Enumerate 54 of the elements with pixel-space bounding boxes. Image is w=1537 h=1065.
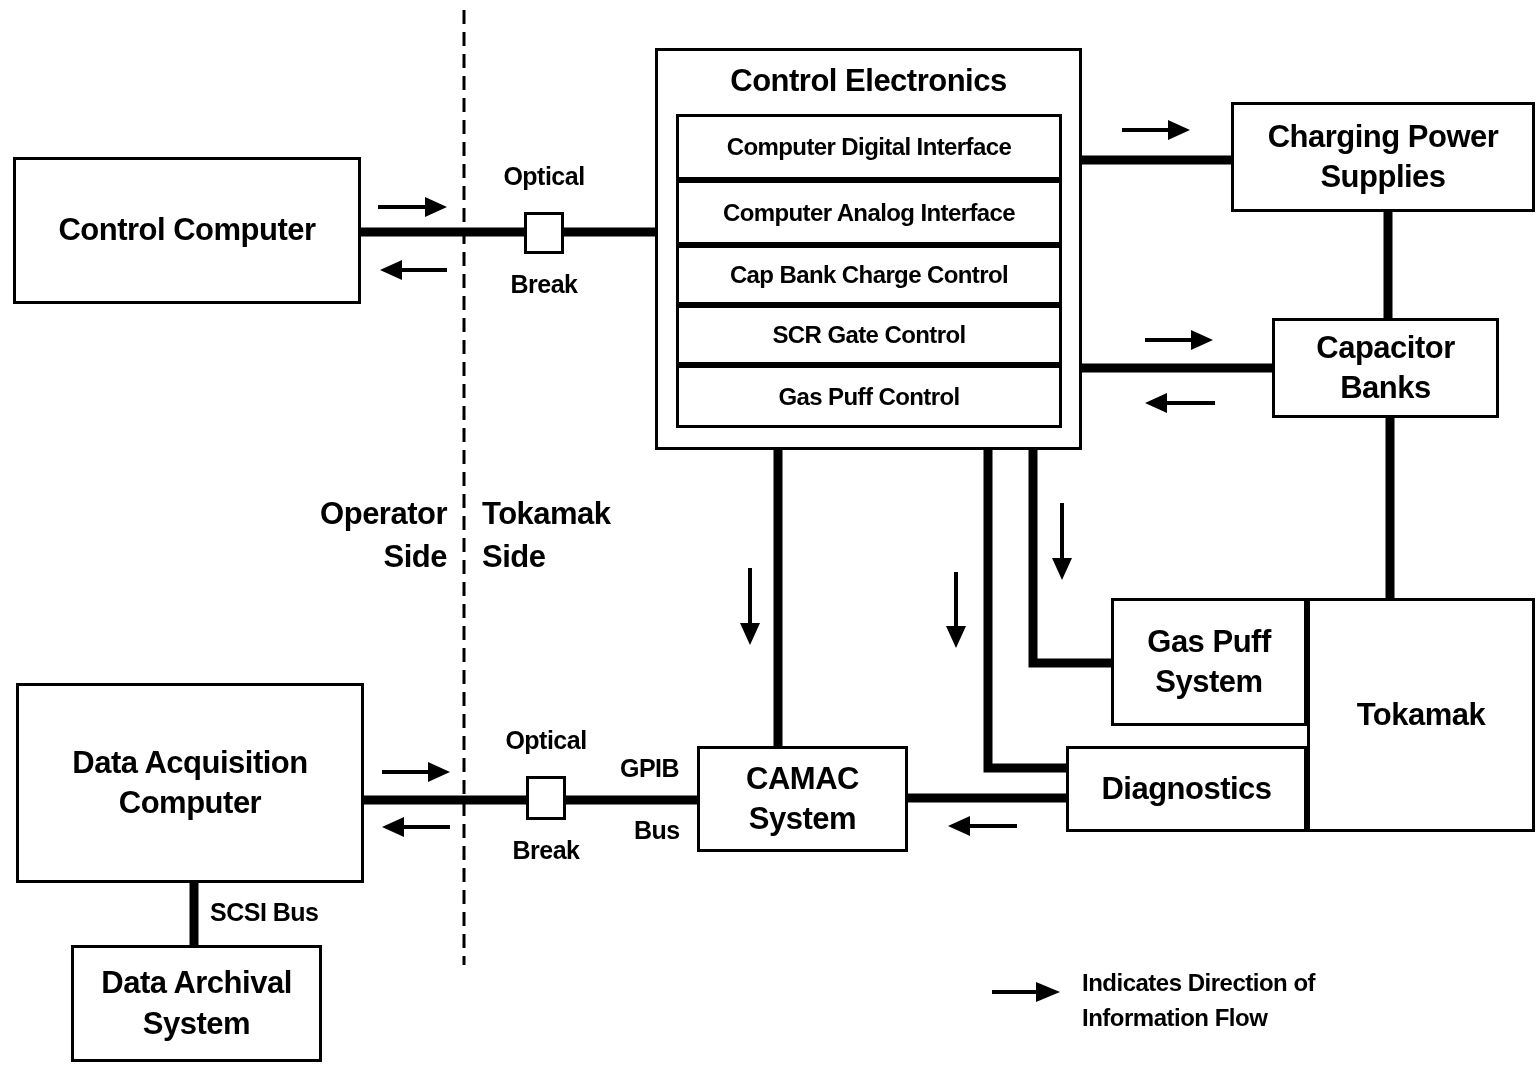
connector-line	[1082, 363, 1272, 373]
system-box	[676, 245, 1062, 305]
box-label: CAMAC System	[745, 759, 860, 838]
optical-break-box	[524, 212, 564, 254]
box-label: SCR Gate Control	[771, 320, 967, 351]
system-box	[1272, 318, 1499, 418]
connector-line	[189, 883, 199, 945]
connector-line	[773, 450, 783, 746]
box-label: Control Computer	[57, 211, 317, 250]
system-box	[676, 365, 1062, 428]
connector-line	[564, 227, 655, 237]
box-label: Data Archival System	[100, 964, 293, 1043]
system-box	[676, 305, 1062, 365]
system-box	[676, 180, 1062, 245]
optical-break-label: Optical	[505, 726, 587, 755]
side-label: Operator Side	[319, 495, 447, 577]
connector-line	[1385, 418, 1395, 598]
system-box	[13, 157, 361, 304]
connector-line	[361, 227, 524, 237]
box-label: Cap Bank Charge Control	[728, 260, 1010, 291]
connector-line	[908, 793, 1066, 803]
connector-line	[983, 450, 1066, 773]
connector-line	[566, 795, 697, 805]
system-box	[1307, 598, 1535, 832]
box-label: Gas Puff System	[1146, 622, 1273, 701]
box-label: Data Acquisition Computer	[71, 743, 309, 822]
system-box	[16, 683, 364, 883]
box-label: Charging Power Supplies	[1266, 117, 1500, 196]
connector-line	[1383, 212, 1393, 318]
box-label: Capacitor Banks	[1315, 328, 1456, 407]
connector-line	[1082, 155, 1231, 165]
box-label: Diagnostics	[1100, 769, 1273, 808]
bus-label: GPIB	[620, 754, 680, 783]
control-electronics-panel	[655, 48, 1082, 450]
box-label: Tokamak	[1355, 695, 1487, 734]
system-box	[1231, 102, 1535, 212]
box-label: Computer Analog Interface	[721, 197, 1017, 228]
legend-text: Indicates Direction of Information Flow	[1082, 968, 1317, 1033]
optical-break-box	[526, 776, 566, 820]
side-label: Tokamak Side	[482, 495, 612, 577]
system-box	[1066, 746, 1307, 832]
optical-break-label: Optical	[503, 162, 585, 191]
system-box	[697, 746, 908, 852]
connector-line	[364, 795, 526, 805]
optical-break-label: Break	[512, 836, 580, 865]
system-box	[71, 945, 322, 1062]
connector-line	[1028, 450, 1111, 668]
box-label: Computer Digital Interface	[725, 132, 1013, 163]
system-box	[1111, 598, 1307, 726]
panel-title: Control Electronics	[729, 63, 1008, 99]
bus-label: Bus	[634, 816, 680, 845]
optical-break-label: Break	[510, 270, 578, 299]
box-label: Gas Puff Control	[777, 381, 961, 412]
system-box	[676, 114, 1062, 180]
